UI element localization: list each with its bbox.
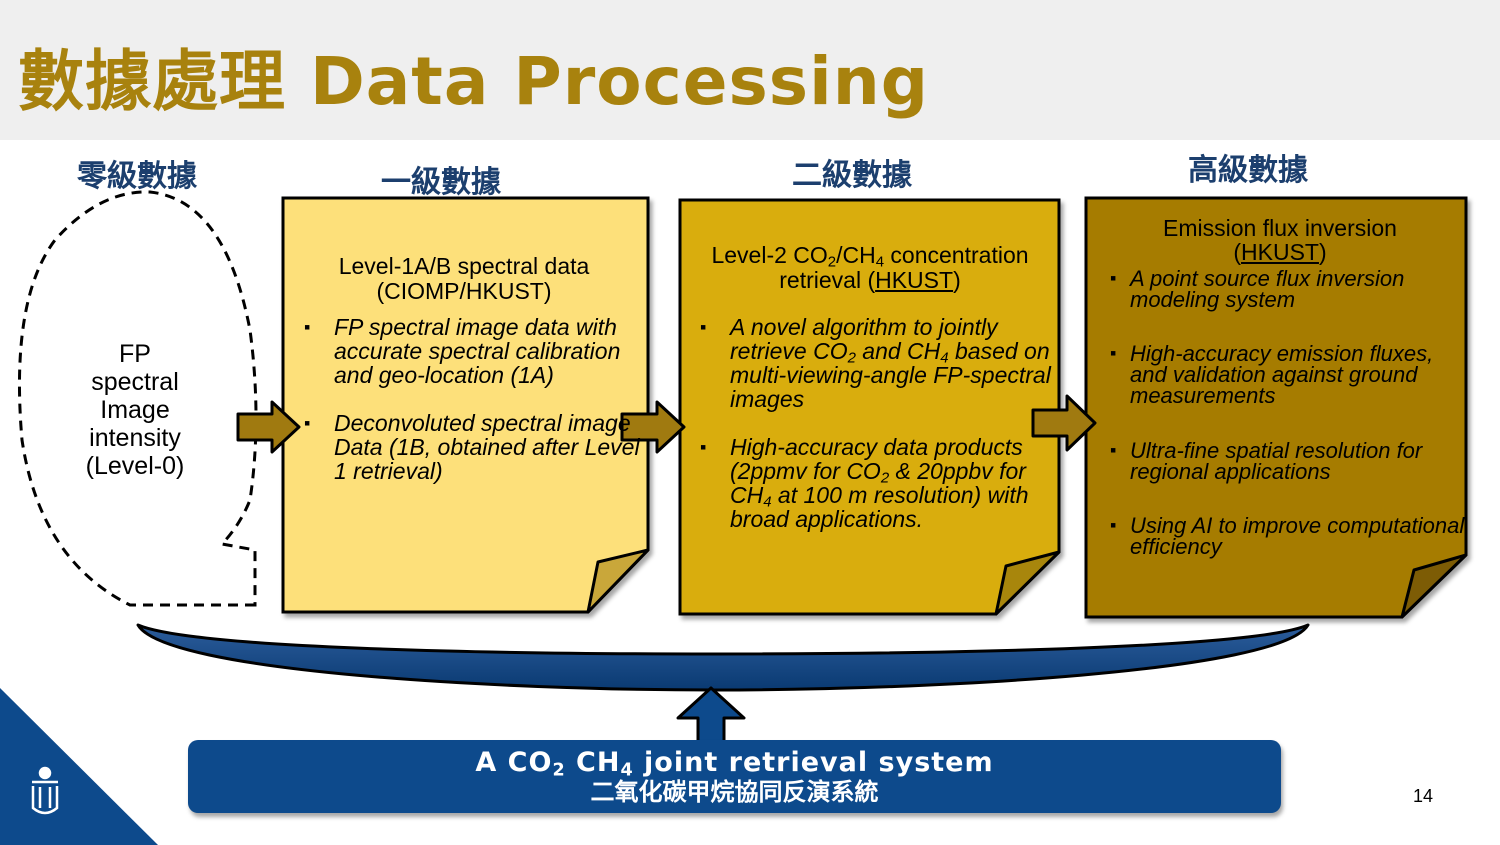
level2-label: 二級數據 bbox=[792, 158, 912, 193]
box1-title-line: (CIOMP/HKUST) bbox=[376, 278, 552, 304]
level3-label: 高級數據 bbox=[1188, 153, 1308, 188]
level0-line: FP bbox=[119, 340, 151, 368]
box3-bullet: A point source flux inversion modeling s… bbox=[1094, 268, 1466, 311]
system-title-en: A CO2 CH4 joint retrieval system bbox=[475, 747, 994, 781]
box3-title: Emission flux inversion (HKUST) bbox=[1094, 216, 1466, 264]
level0-line: spectral bbox=[91, 368, 179, 396]
box2-title: Level-2 CO2/CH4 concentration retrieval … bbox=[684, 243, 1056, 293]
level2-box: Level-2 CO2/CH4 concentration retrieval … bbox=[684, 243, 1056, 532]
joint-retrieval-system-bar: A CO2 CH4 joint retrieval system 二氧化碳甲烷協… bbox=[188, 740, 1281, 813]
level0-line: intensity bbox=[89, 424, 181, 452]
level3-box: Emission flux inversion (HKUST) A point … bbox=[1094, 216, 1466, 558]
box3-title-line: Emission flux inversion bbox=[1163, 215, 1397, 241]
box3-title-part: ) bbox=[1318, 239, 1327, 265]
box2-title-sub: 2 bbox=[827, 253, 837, 271]
level0-dashed-outline bbox=[17, 190, 258, 607]
box3-fold bbox=[1400, 553, 1468, 619]
box2-title-part: /CH bbox=[836, 242, 876, 268]
box3-bullet: High-accuracy emission fluxes, and valid… bbox=[1094, 343, 1466, 407]
box1-title-line: Level-1A/B spectral data bbox=[338, 253, 590, 279]
page-number: 14 bbox=[1413, 786, 1434, 806]
box2-title-part: retrieval ( bbox=[779, 267, 876, 293]
box2-title-part: Level-2 CO bbox=[711, 242, 828, 268]
box2-title-part: ) bbox=[953, 267, 961, 293]
level1-box: Level-1A/B spectral data (CIOMP/HKUST) F… bbox=[288, 254, 640, 484]
up-arrow-icon bbox=[676, 686, 746, 744]
box1-fold bbox=[586, 548, 650, 614]
level1-label: 一級數據 bbox=[381, 165, 501, 200]
corner-triangle bbox=[0, 688, 158, 845]
title-bar bbox=[0, 0, 1500, 140]
box3-bullet: Ultra-fine spatial resolution for region… bbox=[1094, 440, 1466, 483]
box2-bullet: A novel algorithm to jointly retrieve CO… bbox=[684, 315, 1056, 411]
level0-line: Image bbox=[100, 396, 170, 424]
box3-title-part: ( bbox=[1233, 239, 1242, 265]
bracket-curve bbox=[136, 623, 1310, 692]
box3-bullet: Using AI to improve computational effici… bbox=[1094, 515, 1466, 558]
hkust-link[interactable]: HKUST bbox=[875, 267, 954, 293]
slide-title: 數據處理 Data Processing bbox=[18, 43, 929, 120]
box2-title-sub: 4 bbox=[875, 253, 885, 271]
hkust-logo-icon bbox=[31, 766, 59, 815]
level0-text: FP spectral Image intensity (Level-0) bbox=[55, 340, 215, 480]
box2-title-part: concentration bbox=[884, 242, 1029, 268]
level0-line: (Level-0) bbox=[85, 452, 185, 480]
hkust-link[interactable]: HKUST bbox=[1241, 239, 1319, 265]
box1-bullet: FP spectral image data with accurate spe… bbox=[288, 315, 640, 387]
right-arrow-icon bbox=[236, 400, 301, 454]
level0-label: 零級數據 bbox=[77, 159, 197, 194]
box2-fold bbox=[994, 550, 1061, 616]
box2-bullet: High-accuracy data products (2ppmv for C… bbox=[684, 435, 1056, 531]
box1-title: Level-1A/B spectral data (CIOMP/HKUST) bbox=[288, 254, 640, 304]
system-title-zh: 二氧化碳甲烷協同反演系統 bbox=[590, 778, 879, 806]
box1-bullet: Deconvoluted spectral image Data (1B, ob… bbox=[288, 411, 640, 483]
